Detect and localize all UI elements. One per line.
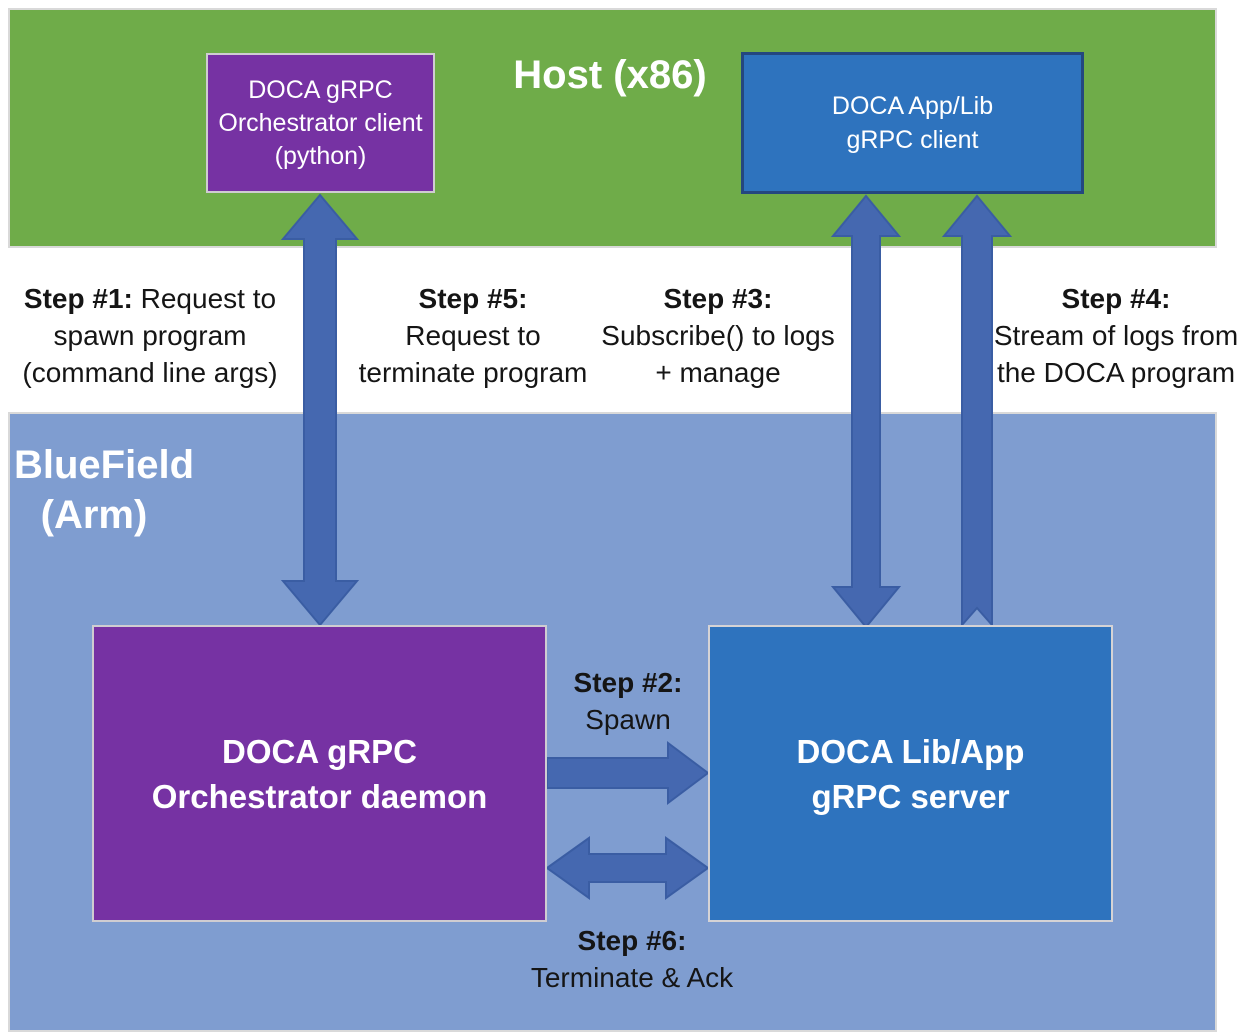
grpc-server-box: DOCA Lib/App gRPC server xyxy=(708,625,1113,922)
step5-prefix: Step #5: xyxy=(418,283,528,314)
step4-text-line: the DOCA program xyxy=(996,357,1236,388)
step4-prefix: Step #4: xyxy=(1061,283,1171,314)
grpc-server-label-line: gRPC server xyxy=(811,777,1010,815)
step6-prefix: Step #6: xyxy=(577,925,687,956)
step4-arrow xyxy=(941,194,1013,628)
step6-arrow xyxy=(545,836,710,900)
step6-label: Step #6: Terminate & Ack xyxy=(507,922,757,996)
step5-text-line: terminate program xyxy=(358,357,588,388)
step3-text-line: + manage xyxy=(655,357,781,388)
orchestrator-client-box: DOCA gRPC Orchestrator client (python) xyxy=(206,53,435,193)
orchestrator-daemon-label-line: Orchestrator daemon xyxy=(151,777,488,815)
orchestrator-client-label-line: (python) xyxy=(274,141,367,170)
host-band-title: Host (x86) xyxy=(460,50,760,100)
bluefield-band-title-line: (Arm) xyxy=(40,493,148,537)
orchestrator-daemon-box: DOCA gRPC Orchestrator daemon xyxy=(92,625,547,922)
step6-text-line: Terminate & Ack xyxy=(530,962,734,993)
grpc-server-label-line: DOCA Lib/App xyxy=(796,732,1025,770)
step4-text-line: Stream of logs from xyxy=(993,320,1239,351)
bluefield-band-title: BlueField (Arm) xyxy=(14,440,195,540)
step1-text-line: spawn program xyxy=(53,320,247,351)
step2-text-line: Spawn xyxy=(585,704,671,735)
step3-prefix: Step #3: xyxy=(663,283,773,314)
step2-prefix: Step #2: xyxy=(573,667,683,698)
orchestrator-client-label-line: DOCA gRPC xyxy=(248,75,393,104)
host-band-title-text: Host (x86) xyxy=(513,53,707,97)
step3-text-line: Subscribe() to logs xyxy=(601,320,835,351)
step1-text-line: Request to xyxy=(140,283,277,314)
grpc-client-label-line: gRPC client xyxy=(846,126,979,154)
step1-arrow xyxy=(280,193,360,627)
orchestrator-daemon-label-line: DOCA gRPC xyxy=(222,732,417,770)
step5-text-line: Request to xyxy=(405,320,541,351)
step2-arrow xyxy=(546,741,710,805)
step3-label: Step #3: Subscribe() to logs + manage xyxy=(588,280,848,391)
bluefield-band-title-line: BlueField xyxy=(14,443,195,487)
grpc-client-label-line: DOCA App/Lib xyxy=(831,92,994,120)
step2-label: Step #2: Spawn xyxy=(543,664,713,738)
orchestrator-client-label-line: Orchestrator client xyxy=(218,108,423,137)
step5-label: Step #5: Request to terminate program xyxy=(343,280,603,391)
step1-label: Step #1: Request to spawn program (comma… xyxy=(0,280,300,391)
step3-arrow xyxy=(830,194,902,629)
step1-prefix: Step #1: xyxy=(23,283,133,314)
step1-text-line: (command line args) xyxy=(22,357,278,388)
step4-label: Step #4: Stream of logs from the DOCA pr… xyxy=(976,280,1250,391)
grpc-client-box: DOCA App/Lib gRPC client xyxy=(741,52,1084,194)
